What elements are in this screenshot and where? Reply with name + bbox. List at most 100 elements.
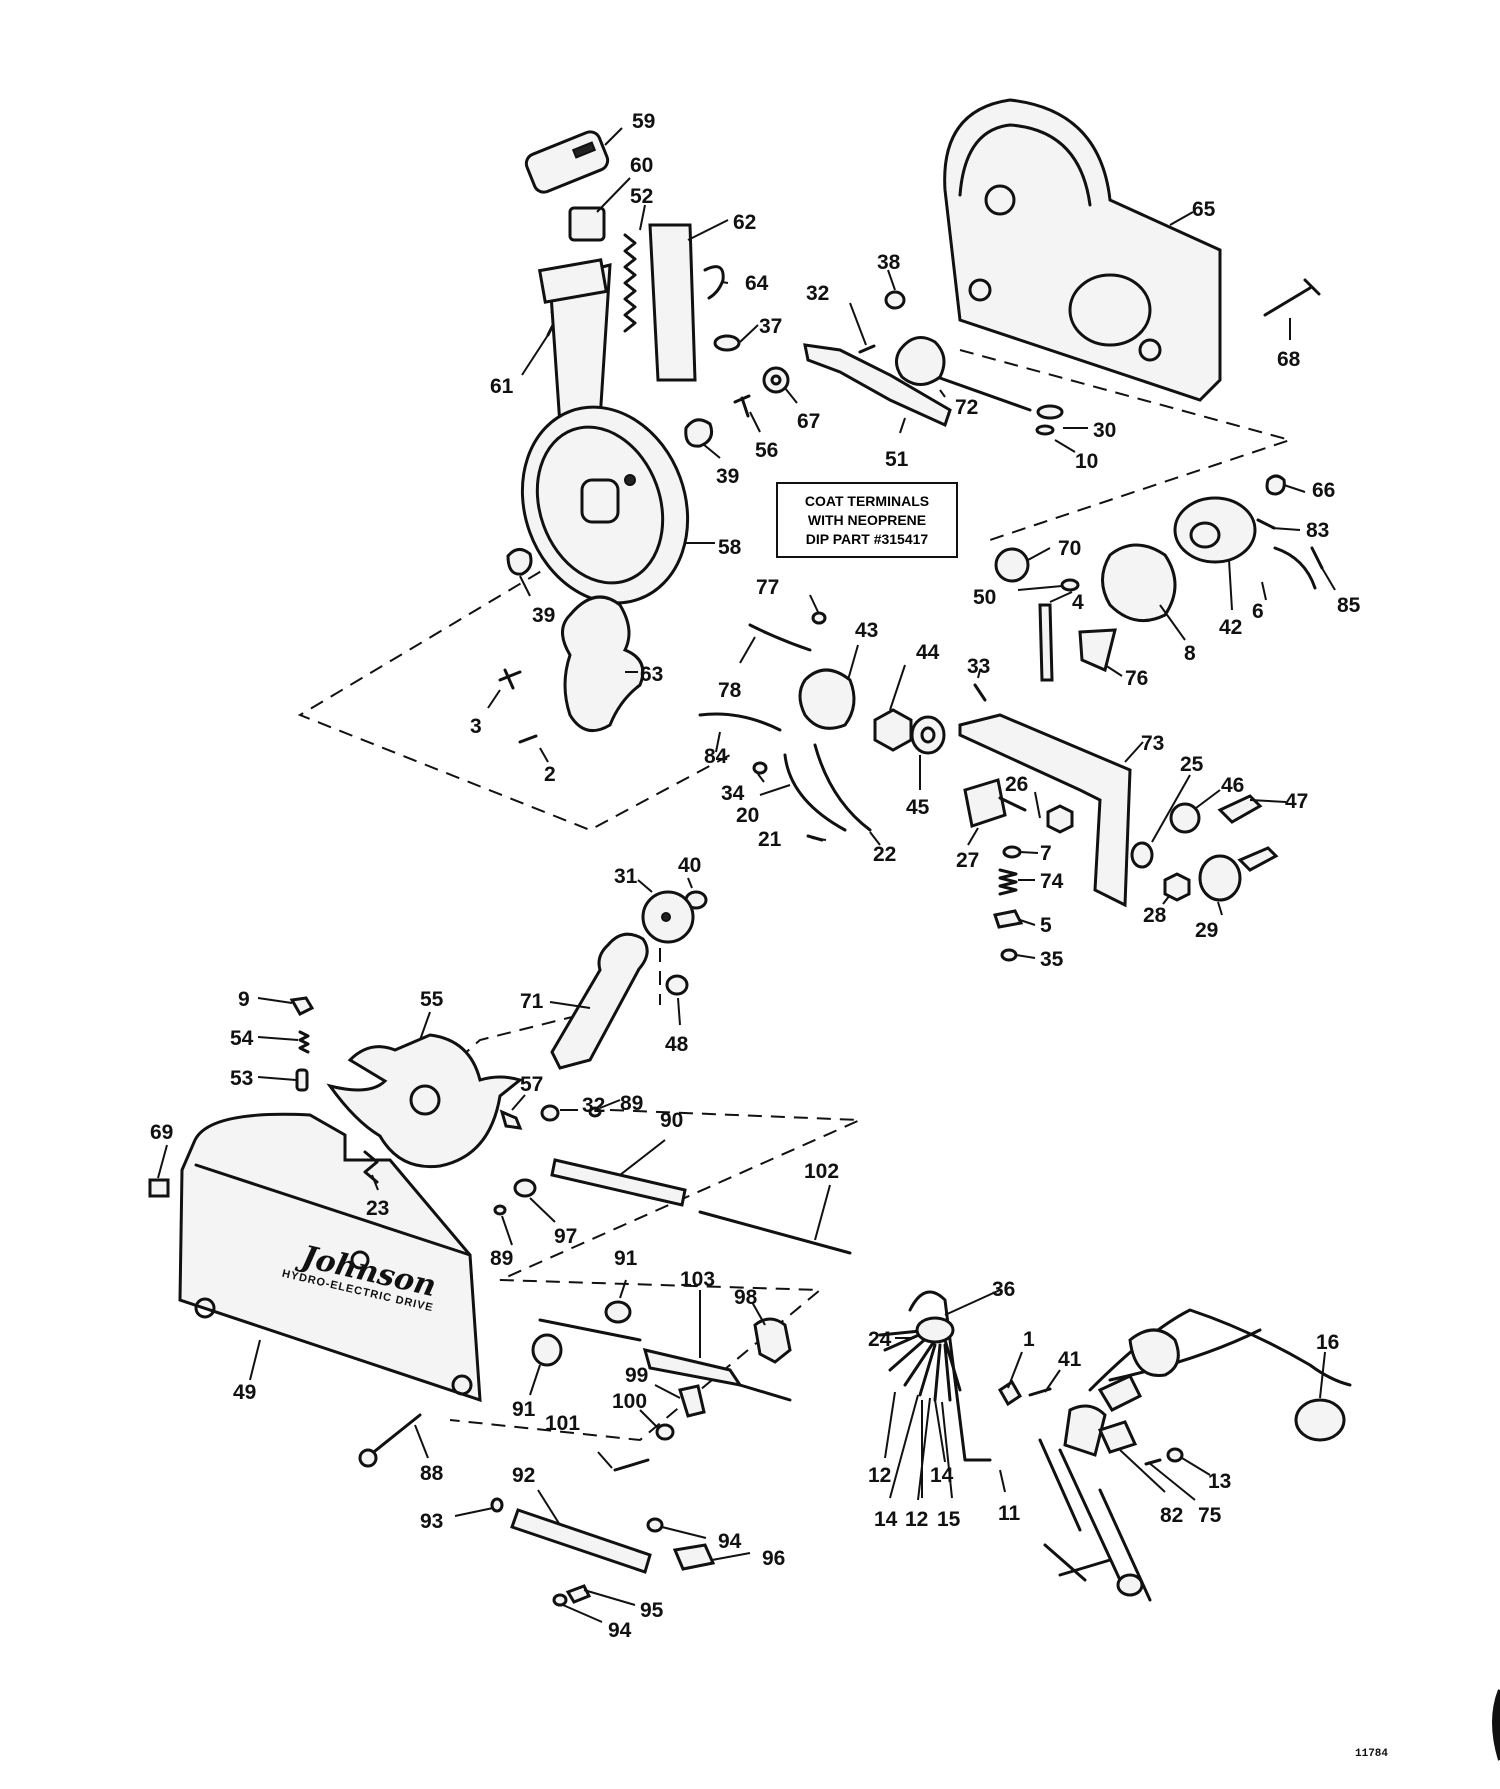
part-32-screw-upper — [858, 344, 876, 354]
part-74-spring — [998, 868, 1018, 896]
callout-39-lower: 39 — [532, 604, 555, 627]
callout-23: 23 — [366, 1197, 389, 1220]
callout-7: 7 — [1040, 842, 1052, 865]
callout-91-upper: 91 — [614, 1247, 638, 1270]
part-23-spring — [363, 1150, 379, 1184]
part-95-pin — [565, 1584, 592, 1604]
callout-33: 33 — [967, 655, 990, 678]
part-6-wire — [1273, 546, 1317, 590]
note-line-1: COAT TERMINALS — [804, 492, 930, 509]
part-wiring-harness — [878, 1290, 1352, 1602]
callout-75: 75 — [1198, 1504, 1222, 1527]
part-4-screw — [1038, 603, 1054, 682]
callout-59: 59 — [632, 110, 655, 133]
callout-96: 96 — [762, 1547, 785, 1570]
callout-74: 74 — [1040, 870, 1064, 893]
part-84-wire — [698, 712, 782, 732]
callout-1: 1 — [1023, 1328, 1035, 1351]
assembly-outline-left — [297, 559, 731, 832]
callout-44: 44 — [916, 641, 940, 664]
part-91-bushing-lower — [531, 1333, 563, 1367]
callout-37: 37 — [759, 315, 782, 338]
part-88-bolt — [368, 1413, 422, 1457]
callout-63: 63 — [640, 663, 663, 686]
part-30-pin — [1036, 404, 1064, 420]
assembly-outline-cover — [389, 1009, 601, 1121]
callout-94-lower: 94 — [608, 1619, 632, 1642]
part-29-cap — [1198, 854, 1242, 902]
callout-46: 46 — [1221, 774, 1244, 797]
part-46-nut — [1169, 802, 1201, 834]
callout-48: 48 — [665, 1033, 689, 1056]
callout-12-left: 12 — [868, 1464, 891, 1487]
callout-52: 52 — [630, 185, 653, 208]
callout-20: 20 — [736, 804, 759, 827]
callout-39-upper: 39 — [716, 465, 739, 488]
part-38-pin — [884, 290, 906, 310]
callout-91-lower: 91 — [512, 1398, 536, 1421]
callout-16: 16 — [1316, 1331, 1339, 1354]
callout-38: 38 — [877, 251, 901, 274]
part-98-clip — [753, 1317, 792, 1364]
callout-58: 58 — [718, 536, 742, 559]
part-32-screw-lower — [540, 1104, 560, 1122]
part-13-screw — [1166, 1447, 1184, 1463]
callout-90: 90 — [660, 1109, 683, 1132]
callout-82: 82 — [1160, 1504, 1183, 1527]
part-97-bushing — [513, 1178, 537, 1198]
callout-89-lower: 89 — [490, 1247, 513, 1270]
part-16-terminal-boot — [1294, 1398, 1346, 1442]
part-33-pin — [973, 683, 987, 702]
part-60-insert — [568, 206, 606, 242]
part-35-nut — [1000, 948, 1018, 962]
callout-36: 36 — [992, 1278, 1015, 1301]
callout-62: 62 — [733, 211, 756, 234]
figure-code: 11784 — [1355, 1748, 1389, 1760]
callout-26: 26 — [1005, 773, 1028, 796]
callout-28: 28 — [1143, 904, 1167, 927]
part-82-clip — [1097, 1420, 1138, 1454]
callout-64: 64 — [745, 272, 769, 295]
callout-31: 31 — [614, 865, 638, 888]
part-59-cap — [524, 130, 610, 194]
part-43-ignition-switch — [798, 668, 856, 730]
callout-56: 56 — [755, 439, 778, 462]
part-9-pin — [289, 996, 315, 1016]
callout-93: 93 — [420, 1510, 443, 1533]
callout-12-right: 12 — [905, 1508, 928, 1531]
callout-22: 22 — [873, 843, 896, 866]
part-102-rod — [698, 1210, 852, 1255]
part-56-screw — [733, 394, 751, 418]
callout-61: 61 — [490, 375, 514, 398]
callout-3: 3 — [470, 715, 482, 738]
callout-73: 73 — [1141, 732, 1164, 755]
note-box: COAT TERMINALS WITH NEOPRENE DIP PART #3… — [776, 482, 958, 558]
part-71-arm — [550, 932, 649, 1070]
callout-35: 35 — [1040, 948, 1064, 971]
part-103-rod-left — [538, 1318, 642, 1342]
note-line-3: DIP PART #315417 — [805, 530, 929, 547]
part-27-switch — [963, 778, 1007, 828]
part-53-pin — [295, 1068, 309, 1092]
part-63-plate — [561, 595, 645, 733]
callout-71: 71 — [520, 990, 544, 1013]
callout-5: 5 — [1040, 914, 1052, 937]
page-edge-mark — [1492, 1689, 1500, 1761]
callout-25: 25 — [1180, 753, 1204, 776]
part-58-housing — [520, 258, 690, 605]
part-89-nut-upper — [588, 1106, 602, 1118]
part-20-wire — [783, 753, 847, 832]
callout-8: 8 — [1184, 642, 1196, 665]
part-22-wire — [813, 743, 872, 832]
callout-88: 88 — [420, 1462, 444, 1485]
part-94-screw-upper — [646, 1517, 664, 1533]
callout-69: 69 — [150, 1121, 173, 1144]
callout-21: 21 — [758, 828, 782, 851]
part-103-rod-fitting — [642, 1347, 744, 1388]
part-42-cover — [1173, 496, 1257, 564]
callout-95: 95 — [640, 1599, 664, 1622]
part-49-cover: Johnson HYDRO-ELECTRIC DRIVE — [178, 1112, 482, 1403]
callout-54: 54 — [230, 1027, 254, 1050]
part-37-washer — [713, 334, 741, 352]
